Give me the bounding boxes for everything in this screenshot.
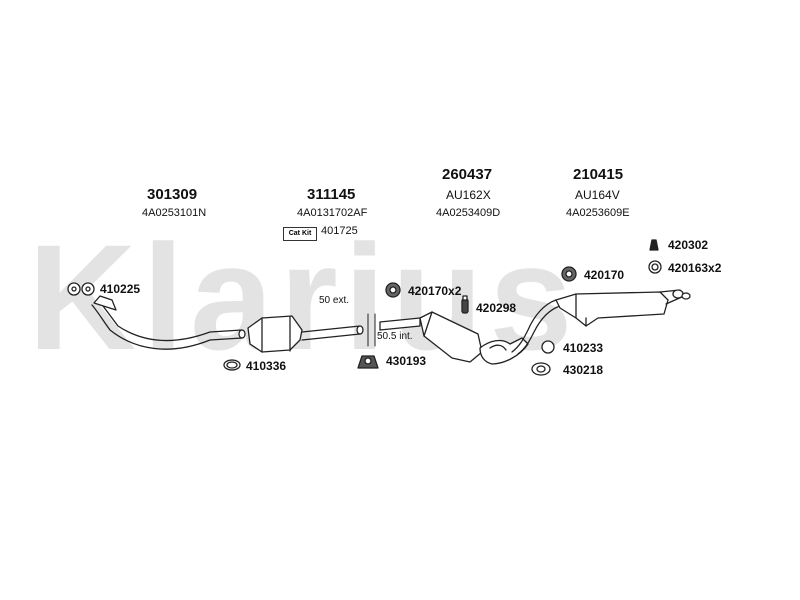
accessory-label-410225: 410225 — [100, 282, 141, 296]
part-number-label: 210415 — [573, 166, 624, 183]
accessory-label-420298: 420298 — [476, 301, 517, 315]
dimension-markers — [367, 313, 376, 347]
ring-icon-420163x2 — [648, 260, 662, 274]
part-number-label: 260437 — [442, 166, 493, 183]
accessory-label-430193: 430193 — [386, 354, 427, 368]
accessory-label-420170x2: 420170x2 — [408, 284, 462, 298]
part-number-label: 301309 — [147, 186, 198, 203]
mount-icon-420170 — [561, 266, 577, 282]
cat-kit-number: 401725 — [321, 225, 358, 237]
ring-icon-410336 — [223, 359, 241, 371]
accessory-label-410336: 410336 — [246, 359, 287, 373]
cat-kit-badge: Cat Kit — [283, 227, 317, 241]
part-code-label: 4A0253609E — [566, 207, 630, 219]
mount-icon-420170x2 — [385, 282, 401, 298]
part-code-label: 4A0253409D — [436, 207, 501, 219]
gasket-icon-410225 — [67, 282, 95, 296]
front-pipe-drawing — [91, 295, 246, 350]
middle-silencer-drawing — [379, 299, 561, 365]
accessory-label-420163x2: 420163x2 — [668, 261, 722, 275]
accessory-label-420302: 420302 — [668, 238, 709, 252]
part-code-label: 4A0253101N — [142, 207, 207, 219]
ring-icon-410233 — [541, 340, 555, 354]
part-alt-label: AU162X — [446, 188, 491, 202]
part-code-label: 4A0131702AF — [297, 207, 368, 219]
catalytic-converter-drawing — [247, 315, 364, 353]
extension-note: 50 ext. — [319, 295, 350, 306]
accessory-label-420170: 420170 — [584, 268, 625, 282]
part-number-label: 311145 — [307, 186, 356, 203]
internal-note: 50.5 int. — [377, 331, 413, 342]
clamp-icon-430193 — [357, 355, 379, 369]
accessory-label-410233: 410233 — [563, 341, 604, 355]
gasket-icon-430218 — [531, 362, 551, 376]
hanger-icon-420302 — [649, 239, 659, 251]
rear-silencer-drawing — [555, 289, 691, 327]
part-alt-label: AU164V — [575, 188, 620, 202]
accessory-label-430218: 430218 — [563, 363, 604, 377]
hanger-icon-420298 — [461, 295, 469, 314]
